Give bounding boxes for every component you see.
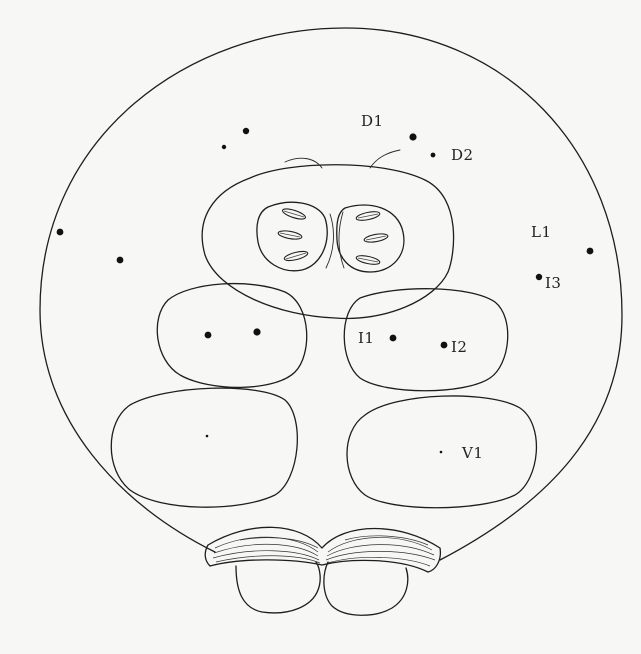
lower-left-lobe xyxy=(111,388,297,507)
left-hatch-bars xyxy=(278,207,309,263)
right-mandible xyxy=(324,562,408,615)
frontal-plate xyxy=(202,165,453,319)
right-hatch-bars xyxy=(356,210,389,266)
label-V1: V1 xyxy=(461,444,483,462)
label-D2: D2 xyxy=(451,146,474,164)
labrum-striations xyxy=(213,536,435,566)
label-D1: D1 xyxy=(361,112,384,130)
label-I2: I2 xyxy=(451,338,467,356)
head-capsule-outline xyxy=(40,28,622,560)
labrum-band xyxy=(205,527,440,572)
frontal-suture-right xyxy=(370,150,400,168)
label-L1: L1 xyxy=(531,223,552,241)
middle-left-lobe xyxy=(157,284,306,388)
right-chamber xyxy=(337,205,404,272)
left-mandible xyxy=(236,562,320,613)
label-I3: I3 xyxy=(545,274,561,292)
label-I1: I1 xyxy=(358,329,374,347)
